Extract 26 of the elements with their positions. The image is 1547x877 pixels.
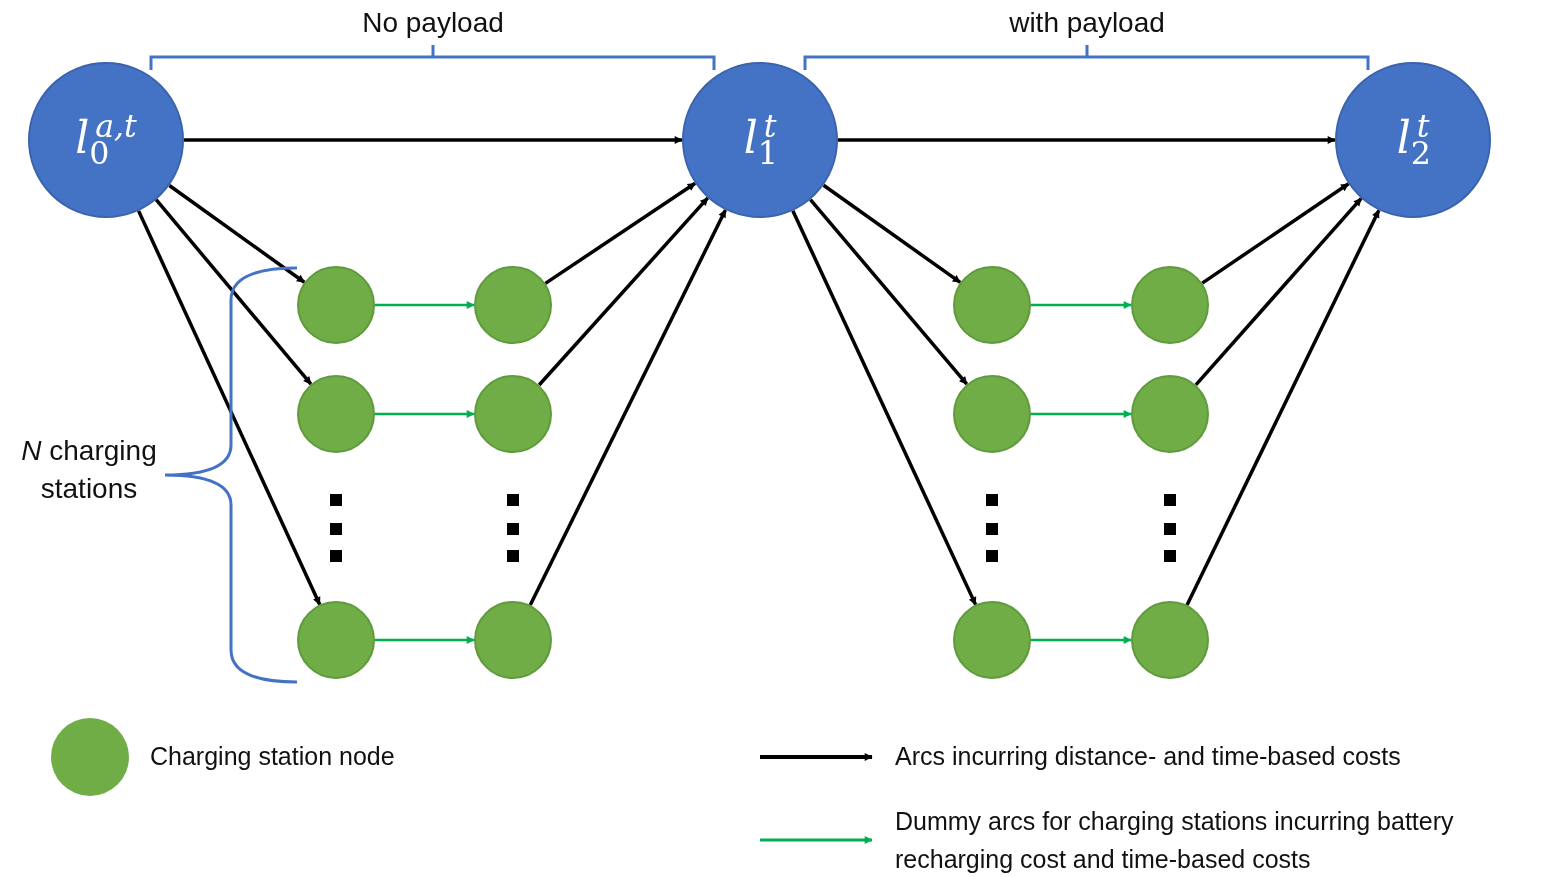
legend-text: Dummy arcs for charging stations incurring battery recharging cost and time-based costs [895, 806, 1455, 875]
arrow [544, 181, 697, 285]
arrow [1031, 410, 1132, 418]
bracket-label: with payload [1008, 6, 1166, 40]
arrow [537, 196, 710, 387]
arrow [1031, 636, 1132, 644]
arrow [375, 410, 475, 418]
arrow [168, 184, 306, 284]
arrow [1031, 301, 1132, 309]
arrow [809, 198, 969, 386]
legend-text: Charging station node [150, 741, 396, 772]
arrow [1185, 209, 1381, 606]
brace-label: N charging stations [20, 434, 158, 506]
arrow [791, 210, 978, 606]
arrow [184, 136, 683, 144]
arrow [1194, 197, 1363, 386]
arrow [1201, 182, 1350, 285]
legend-text: Arcs incurring distance- and time-based costs [895, 741, 1402, 772]
arrow [528, 209, 727, 606]
arrow [375, 301, 475, 309]
arrow [822, 183, 962, 284]
arrow [838, 136, 1336, 144]
arrow [375, 636, 475, 644]
arrow [154, 198, 313, 386]
arrow [137, 210, 322, 606]
bracket-label: No payload [361, 6, 505, 40]
